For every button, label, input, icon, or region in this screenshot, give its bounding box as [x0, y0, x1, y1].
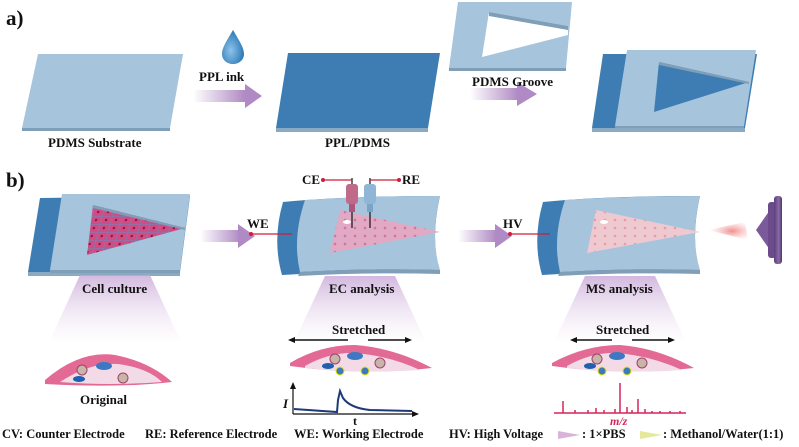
- ms-analysis-caption: MS analysis: [586, 281, 653, 296]
- pdms-groove-frame: [449, 2, 572, 71]
- cell-culture-device: [28, 194, 190, 276]
- panel-b-label: b): [6, 168, 25, 192]
- process-arrow-3: [200, 224, 255, 248]
- legend-methanol-water: : Methanol/Water(1:1): [663, 427, 784, 441]
- plot-xlabel-time: t: [353, 414, 357, 428]
- ec-device-curved: [277, 196, 440, 276]
- plot-xlabel-mz: m/z: [610, 414, 628, 428]
- reference-electrode: [364, 178, 376, 228]
- assembled-device: [592, 50, 757, 132]
- ec-current-trace-plot: [290, 382, 419, 417]
- ec-analysis-beam: [295, 276, 425, 340]
- ms-spectrum-plot: [554, 383, 686, 414]
- stretched-label-ec: Stretched: [332, 322, 386, 337]
- electrode-wires: [249, 178, 401, 236]
- legend-hv: HV: High Voltage: [449, 427, 544, 441]
- stretched-cell-ms: [552, 337, 694, 376]
- ppl-ink-label: PPL ink: [199, 69, 245, 84]
- legend-re: RE: Reference Electrode: [145, 427, 278, 441]
- pdms-substrate-sheet: [22, 54, 183, 131]
- stretched-cell-ec: [288, 337, 432, 376]
- legend-pbs: : 1×PBS: [582, 427, 626, 441]
- ec-analysis-caption: EC analysis: [329, 281, 395, 296]
- cell-culture-beam: [50, 275, 180, 340]
- legend-we: WE: Working Electrode: [294, 427, 424, 441]
- plot-ylabel-current: I: [283, 396, 289, 411]
- original-cell-illustration: [45, 354, 172, 386]
- panel-a-label: a): [6, 6, 24, 30]
- process-arrow-2: [470, 82, 537, 106]
- ms-analysis-beam: [555, 276, 685, 340]
- process-arrow-1: [193, 84, 262, 108]
- process-arrow-4: [458, 224, 512, 248]
- original-cell-label: Original: [80, 392, 127, 407]
- methanol-water-swatch-icon: [640, 431, 662, 439]
- pdms-groove-label: PDMS Groove: [472, 74, 553, 89]
- re-label: RE: [402, 172, 421, 187]
- current-trace-line: [293, 387, 413, 414]
- ppl-pdms-caption: PPL/PDMS: [325, 135, 390, 150]
- cell-culture-caption: Cell culture: [82, 281, 148, 296]
- ppl-ink-drop-icon: [222, 30, 244, 64]
- pdms-substrate-caption: PDMS Substrate: [48, 135, 142, 150]
- mass-spectrometer-inlet-icon: [756, 196, 782, 264]
- electrospray-plume: [708, 222, 748, 240]
- ce-label: CE: [302, 172, 321, 187]
- pbs-swatch-icon: [558, 431, 580, 439]
- counter-electrode: [346, 178, 358, 228]
- ms-device-curved: [508, 196, 700, 276]
- legend-ce: CV: Counter Electrode: [2, 427, 125, 441]
- ppl-pdms-sheet: [276, 53, 440, 132]
- stretched-label-ms: Stretched: [596, 322, 650, 337]
- hv-label: HV: [503, 216, 523, 231]
- we-label: WE: [247, 216, 269, 231]
